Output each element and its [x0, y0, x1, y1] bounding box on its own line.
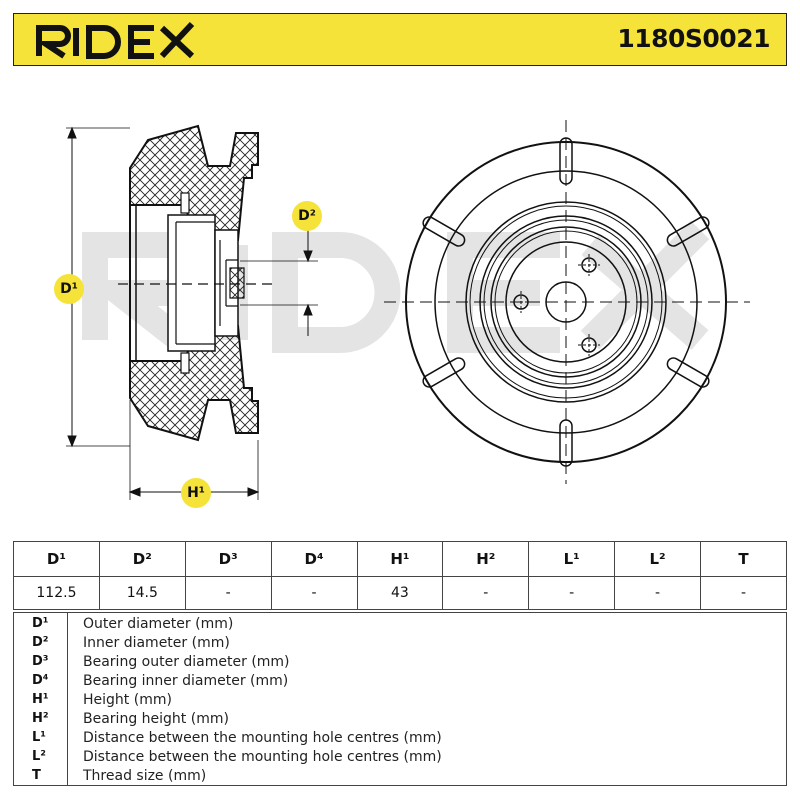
side-view	[118, 124, 275, 442]
legend-item: T Thread size (mm)	[14, 768, 786, 787]
header-l2: L²	[614, 541, 701, 577]
d1-label: D¹	[54, 274, 84, 304]
value-d3: -	[184, 576, 272, 610]
value-l1: -	[528, 576, 616, 610]
legend-item: D³ Bearing outer diameter (mm)	[14, 654, 786, 673]
legend-code: D²	[32, 635, 49, 650]
legend-desc: Bearing inner diameter (mm)	[83, 673, 289, 689]
value-h1: 43	[356, 576, 444, 610]
header-bar: 1180S0021	[13, 13, 787, 66]
legend-divider	[67, 613, 68, 785]
header-d3: D³	[184, 541, 272, 577]
header-l1: L¹	[528, 541, 616, 577]
legend-desc: Outer diameter (mm)	[83, 616, 234, 632]
header-h1: H¹	[356, 541, 444, 577]
legend-code: T	[32, 768, 41, 783]
d2-label: D²	[292, 201, 322, 231]
legend-item: L² Distance between the mounting hole ce…	[14, 749, 786, 768]
legend-item: D² Inner diameter (mm)	[14, 635, 786, 654]
legend-desc: Inner diameter (mm)	[83, 635, 230, 651]
legend-code: D⁴	[32, 673, 49, 688]
front-view	[384, 120, 750, 484]
spec-table-header-row: D¹ D² D³ D⁴ H¹ H² L¹ L² T	[13, 541, 787, 577]
legend-desc: Height (mm)	[83, 692, 172, 708]
value-l2: -	[614, 576, 701, 610]
legend-item: H² Bearing height (mm)	[14, 711, 786, 730]
legend-code: D¹	[32, 616, 49, 631]
legend-code: L¹	[32, 730, 46, 745]
legend-code: D³	[32, 654, 49, 669]
legend-desc: Thread size (mm)	[83, 768, 207, 784]
spec-table-value-row: 112.5 14.5 - - 43 - - - -	[13, 576, 787, 610]
value-d2: 14.5	[98, 576, 186, 610]
legend-desc: Bearing outer diameter (mm)	[83, 654, 290, 670]
legend-desc: Bearing height (mm)	[83, 711, 229, 727]
dimension-d2	[240, 230, 318, 336]
technical-drawing	[66, 120, 750, 500]
header-d2: D²	[98, 541, 186, 577]
ridex-logo	[36, 21, 195, 59]
header-h2: H²	[442, 541, 530, 577]
legend-item: L¹ Distance between the mounting hole ce…	[14, 730, 786, 749]
legend-code: H²	[32, 711, 49, 726]
legend-item: D⁴ Bearing inner diameter (mm)	[14, 673, 786, 692]
header-d4: D⁴	[270, 541, 358, 577]
value-h2: -	[442, 576, 530, 610]
legend-code: L²	[32, 749, 46, 764]
legend: D¹ Outer diameter (mm) D² Inner diameter…	[13, 612, 787, 786]
legend-item: D¹ Outer diameter (mm)	[14, 616, 786, 635]
header-t: T	[700, 541, 787, 577]
legend-desc: Distance between the mounting hole centr…	[83, 730, 442, 746]
legend-code: H¹	[32, 692, 49, 707]
legend-item: H¹ Height (mm)	[14, 692, 786, 711]
spec-table: D¹ D² D³ D⁴ H¹ H² L¹ L² T 112.5 14.5 - -…	[13, 541, 787, 610]
value-d4: -	[270, 576, 358, 610]
h1-label: H¹	[181, 478, 211, 508]
part-number: 1180S0021	[617, 24, 770, 53]
header-d1: D¹	[13, 541, 100, 577]
value-t: -	[700, 576, 787, 610]
value-d1: 112.5	[13, 576, 100, 610]
legend-desc: Distance between the mounting hole centr…	[83, 749, 442, 765]
